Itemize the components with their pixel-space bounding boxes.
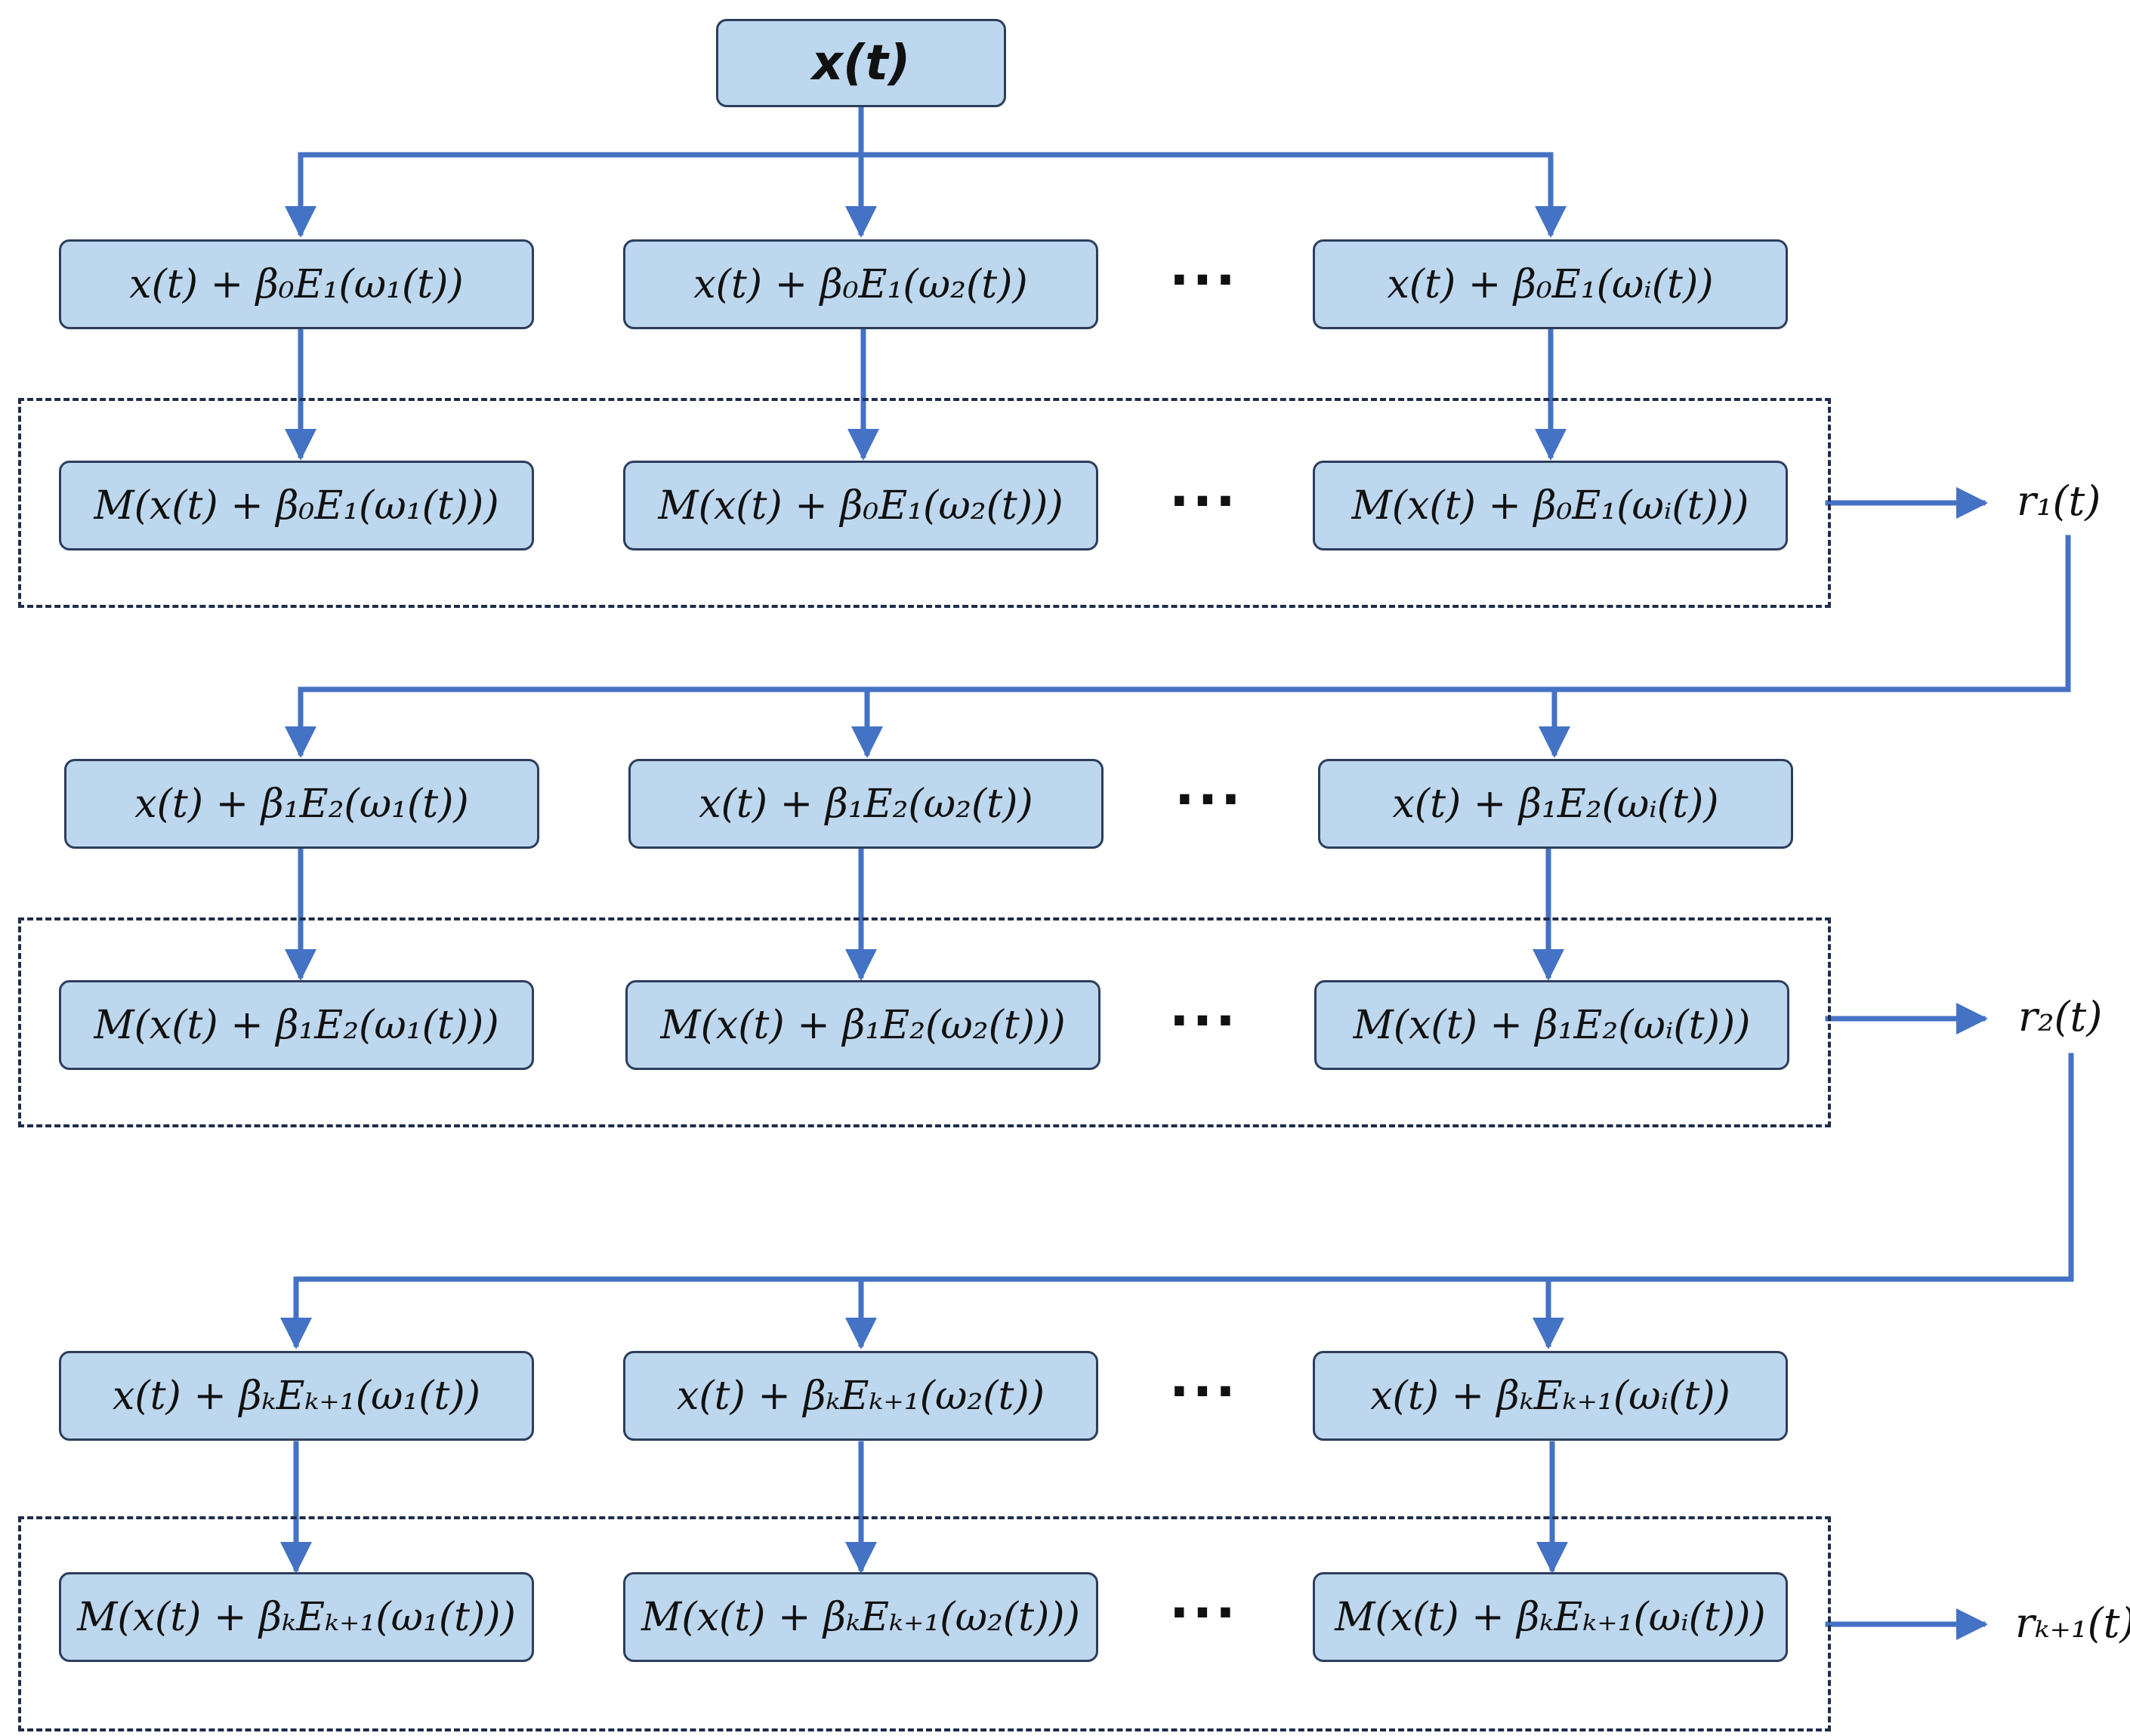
feedback-r2-line [293, 1053, 2074, 1282]
stage2-input-box-3: x(t) + β₁E₂(ωᵢ(t)) [1318, 759, 1793, 849]
stage3-output-box-1: M(x(t) + βₖEₖ₊₁(ω₁(t))) [59, 1572, 534, 1662]
stage3-output-ellipsis: ··· [1169, 1582, 1239, 1644]
stage2-input-box-1: x(t) + β₁E₂(ω₁(t)) [64, 759, 539, 849]
input-signal-node: x(t) [716, 19, 1006, 107]
stage1-output-ellipsis: ··· [1169, 470, 1239, 532]
stage2-output-box-1: M(x(t) + β₁E₂(ω₁(t))) [59, 980, 534, 1070]
stage1-input-box-1: x(t) + β₀E₁(ω₁(t)) [59, 239, 534, 329]
stage1-input-box-2: x(t) + β₀E₁(ω₂(t)) [623, 239, 1098, 329]
result-r2-label: r₂(t) [2018, 993, 2103, 1041]
stage3-output-group [18, 1516, 1831, 1731]
stage1-output-box-2: M(x(t) + β₀E₁(ω₂(t))) [623, 461, 1098, 550]
stage1-output-box-1: M(x(t) + β₀E₁(ω₁(t))) [59, 461, 534, 550]
stage3-output-box-2: M(x(t) + βₖEₖ₊₁(ω₂(t))) [623, 1572, 1098, 1662]
stage3-output-box-3: M(x(t) + βₖEₖ₊₁(ωᵢ(t))) [1313, 1572, 1788, 1662]
stage2-output-group [18, 917, 1831, 1127]
stage2-input-ellipsis: ··· [1175, 769, 1244, 831]
stage1-input-box-3: x(t) + β₀E₁(ωᵢ(t)) [1313, 239, 1788, 329]
stage3-input-ellipsis: ··· [1169, 1361, 1239, 1423]
stage2-output-ellipsis: ··· [1169, 990, 1239, 1052]
result-r1-label: r₁(t) [2017, 477, 2101, 525]
stage2-output-box-2: M(x(t) + β₁E₂(ω₂(t))) [625, 980, 1100, 1070]
stage3-input-box-3: x(t) + βₖEₖ₊₁(ωᵢ(t)) [1313, 1351, 1788, 1441]
stage2-output-box-3: M(x(t) + β₁E₂(ωᵢ(t))) [1314, 980, 1789, 1070]
result-rk1-label: rₖ₊₁(t) [2015, 1599, 2130, 1647]
stage1-input-ellipsis: ··· [1169, 249, 1239, 311]
stage2-input-box-2: x(t) + β₁E₂(ω₂(t)) [628, 759, 1104, 849]
stage3-input-box-1: x(t) + βₖEₖ₊₁(ω₁(t)) [59, 1351, 534, 1441]
stage3-input-box-2: x(t) + βₖEₖ₊₁(ω₂(t)) [623, 1351, 1098, 1441]
stage1-output-group [18, 398, 1831, 608]
feedback-r1-line [298, 535, 2071, 692]
stage1-output-box-3: M(x(t) + β₀E₁(ωᵢ(t))) [1313, 461, 1788, 550]
